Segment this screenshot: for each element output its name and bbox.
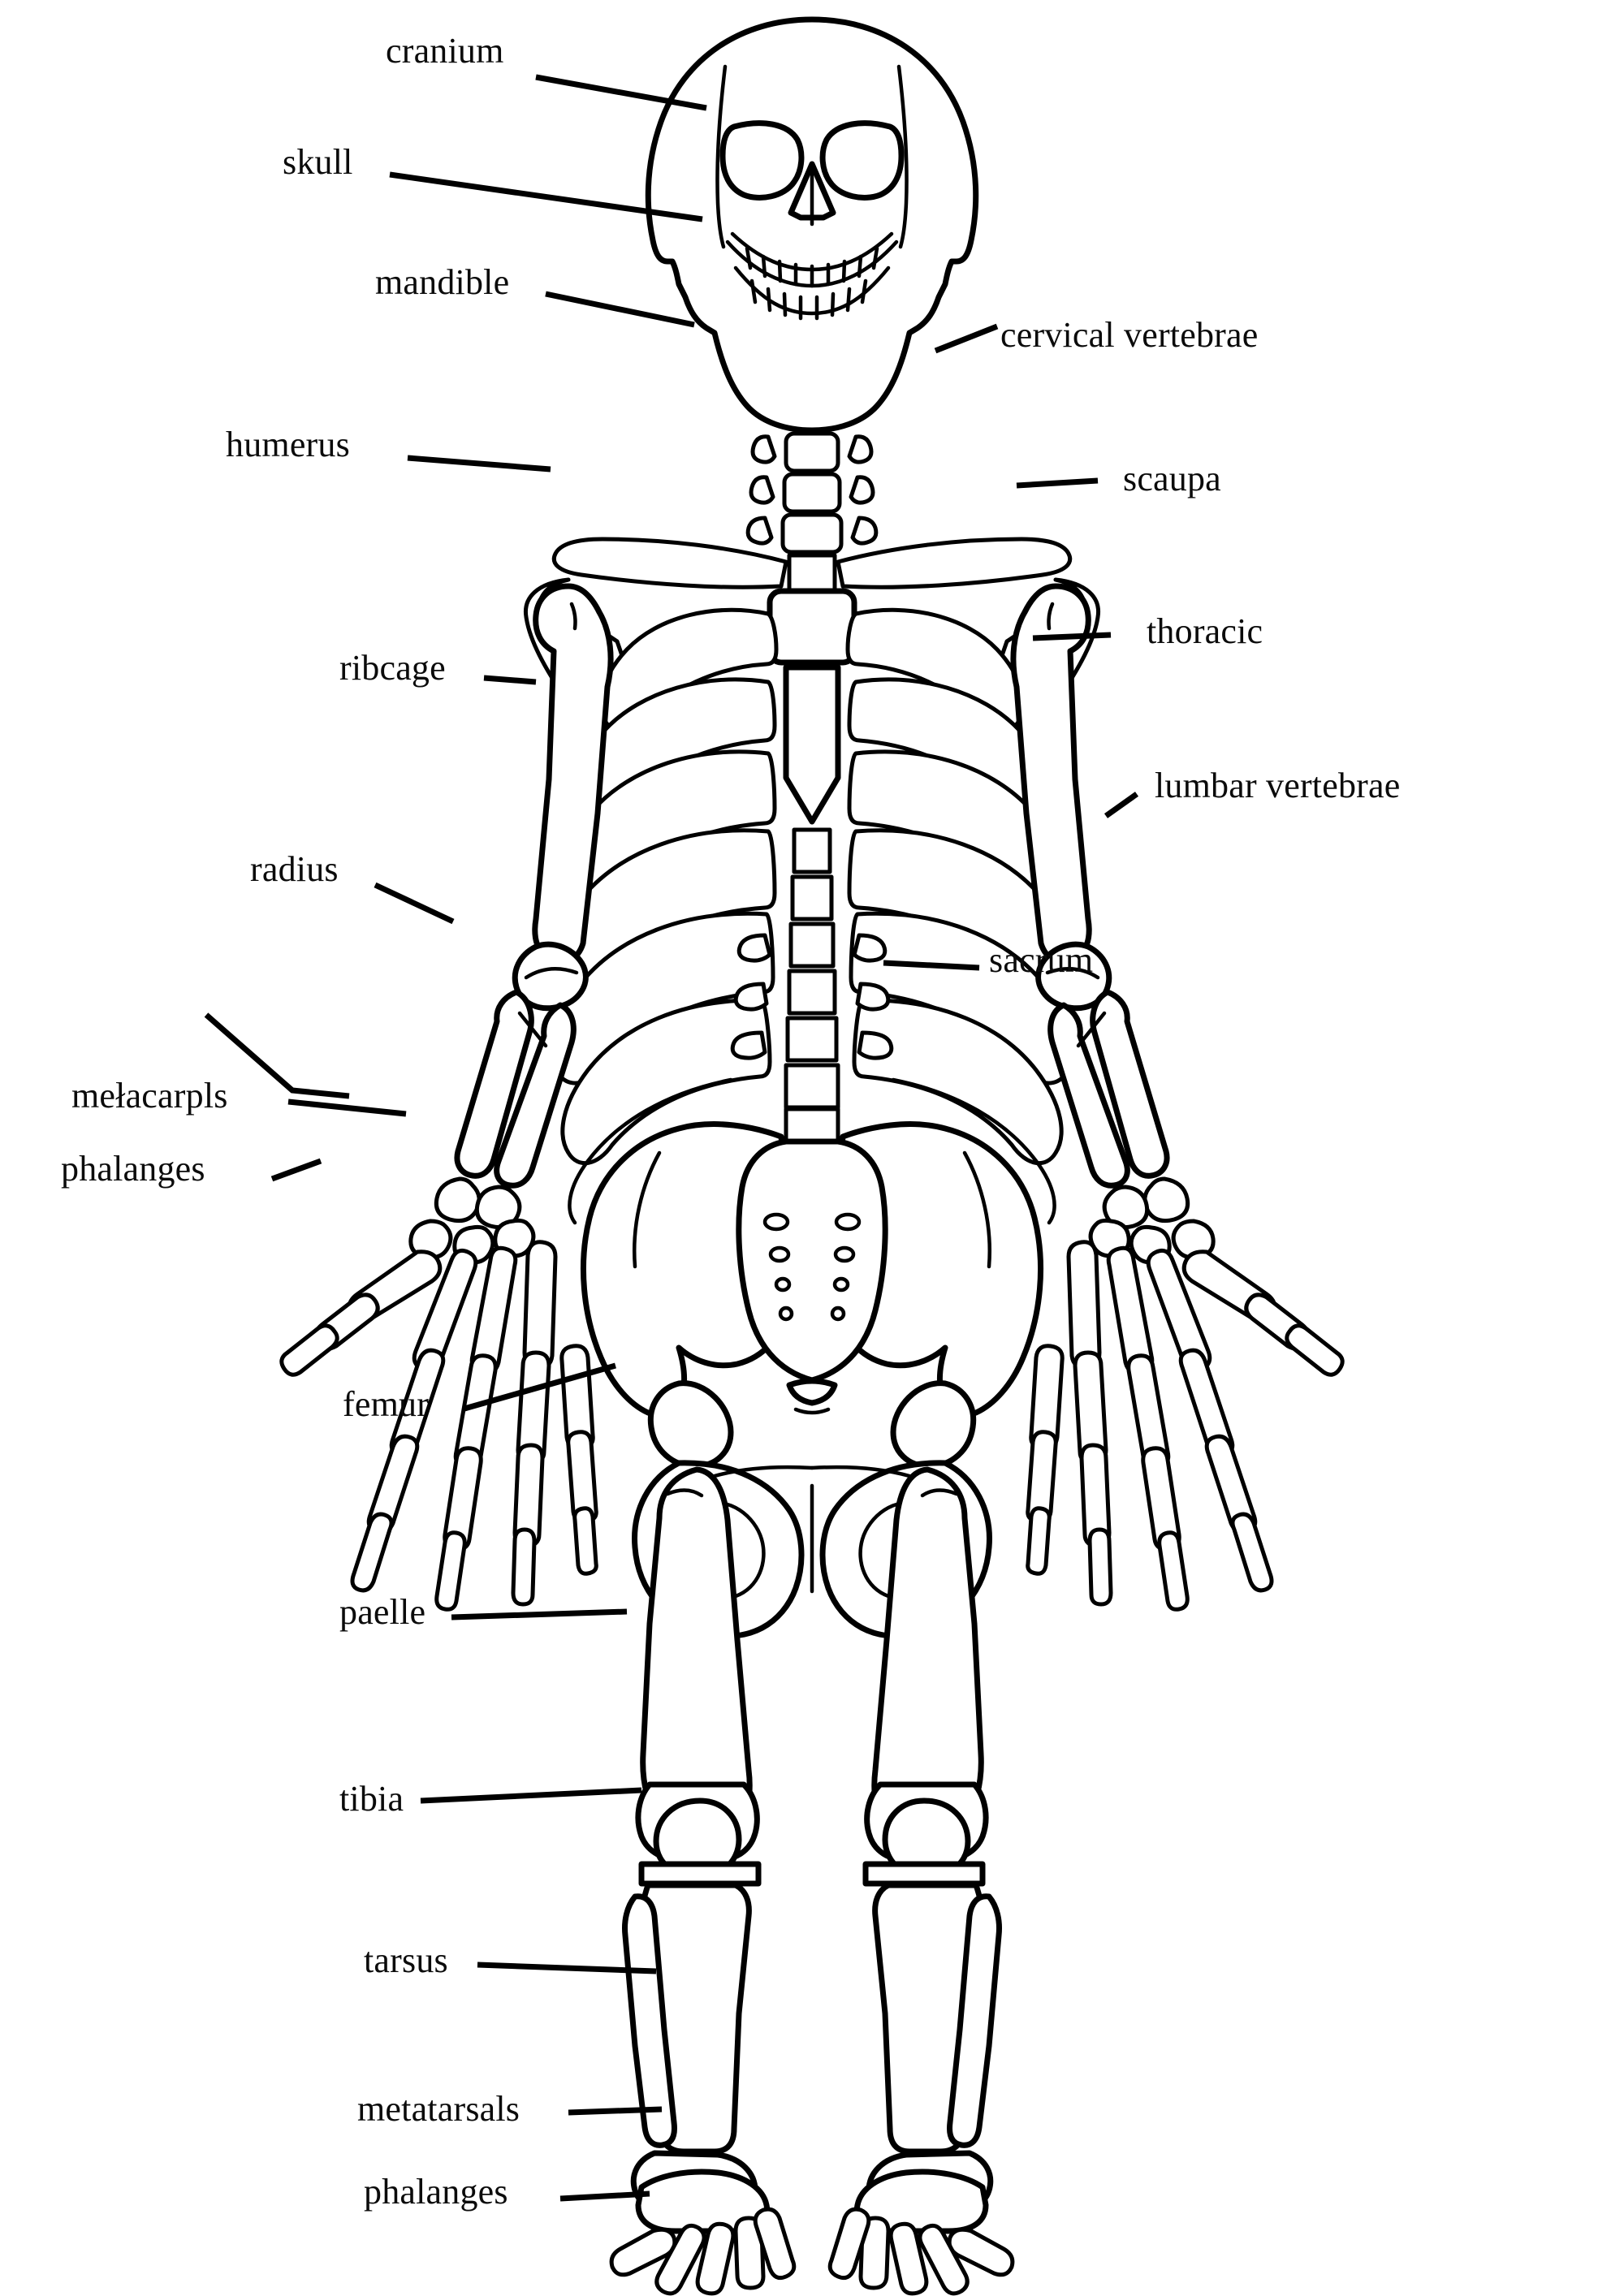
label-lumbar-vertebrae: lumbar vertebrae bbox=[1155, 766, 1401, 805]
label-skull: skull bbox=[283, 142, 353, 182]
label-cervical-vertebrae: cervical vertebrae bbox=[1000, 315, 1259, 355]
leader-lines-group bbox=[204, 74, 1139, 2202]
right-arm-group bbox=[1010, 583, 1345, 1612]
leader-line-tarsus bbox=[477, 1962, 657, 1974]
label-mandible: mandible bbox=[375, 262, 510, 302]
leader-line-radius bbox=[374, 882, 455, 925]
label-radius: radius bbox=[250, 849, 339, 889]
label-ribcage: ribcage bbox=[339, 648, 446, 688]
teeth-upper bbox=[745, 246, 879, 288]
label-thoracic: thoracic bbox=[1147, 611, 1263, 651]
leader-line-paelle bbox=[451, 1608, 628, 1621]
label-tarsus: tarsus bbox=[364, 1940, 448, 1980]
leader-line-sacrum bbox=[883, 960, 980, 971]
label-tibia: tibia bbox=[339, 1779, 404, 1819]
leader-line-metacarpls-b bbox=[287, 1098, 407, 1117]
leader-line-ribcage bbox=[483, 675, 537, 685]
teeth-lower bbox=[749, 278, 868, 321]
left-leg-group bbox=[609, 1466, 797, 2296]
label-cranium: cranium bbox=[386, 31, 504, 71]
leader-line-cranium bbox=[535, 74, 707, 111]
leader-line-tibia bbox=[420, 1787, 642, 1804]
label-phalanges-hand: phalanges bbox=[61, 1149, 205, 1189]
label-paelle: paelle bbox=[339, 1592, 426, 1632]
pelvis-group bbox=[580, 1121, 1044, 1639]
leader-line-thoracic bbox=[1032, 632, 1112, 641]
label-metatarsals: metatarsals bbox=[357, 2089, 520, 2129]
sternum-group bbox=[767, 588, 857, 825]
leader-line-phalanges-hand bbox=[270, 1158, 322, 1182]
label-humerus: humerus bbox=[226, 425, 350, 464]
left-arm-group bbox=[279, 583, 614, 1612]
right-leg-group bbox=[827, 1466, 1015, 2296]
leader-line-lumbar-vertebrae bbox=[1104, 792, 1139, 818]
label-femur: femur bbox=[343, 1384, 430, 1424]
leader-line-humerus bbox=[407, 455, 551, 473]
leader-line-cervical-vertebrae bbox=[934, 323, 999, 354]
label-scaupa: scaupa bbox=[1123, 459, 1221, 498]
leader-line-metacarpls bbox=[204, 1012, 350, 1099]
leader-line-phalanges-foot bbox=[559, 2190, 650, 2202]
leader-line-femur bbox=[464, 1362, 616, 1412]
leader-line-skull bbox=[389, 171, 703, 222]
ribcage-group bbox=[548, 607, 1076, 1225]
label-metacarpls: mełacarpls bbox=[71, 1076, 228, 1116]
label-phalanges-foot: phalanges bbox=[364, 2172, 508, 2212]
skull-group bbox=[645, 16, 979, 434]
leader-line-mandible bbox=[545, 291, 695, 328]
label-sacrum: sacrum bbox=[989, 940, 1094, 980]
leader-line-metatarsals bbox=[568, 2106, 663, 2116]
leader-line-scaupa bbox=[1016, 477, 1099, 489]
cervical-vertebrae-group bbox=[745, 431, 879, 593]
